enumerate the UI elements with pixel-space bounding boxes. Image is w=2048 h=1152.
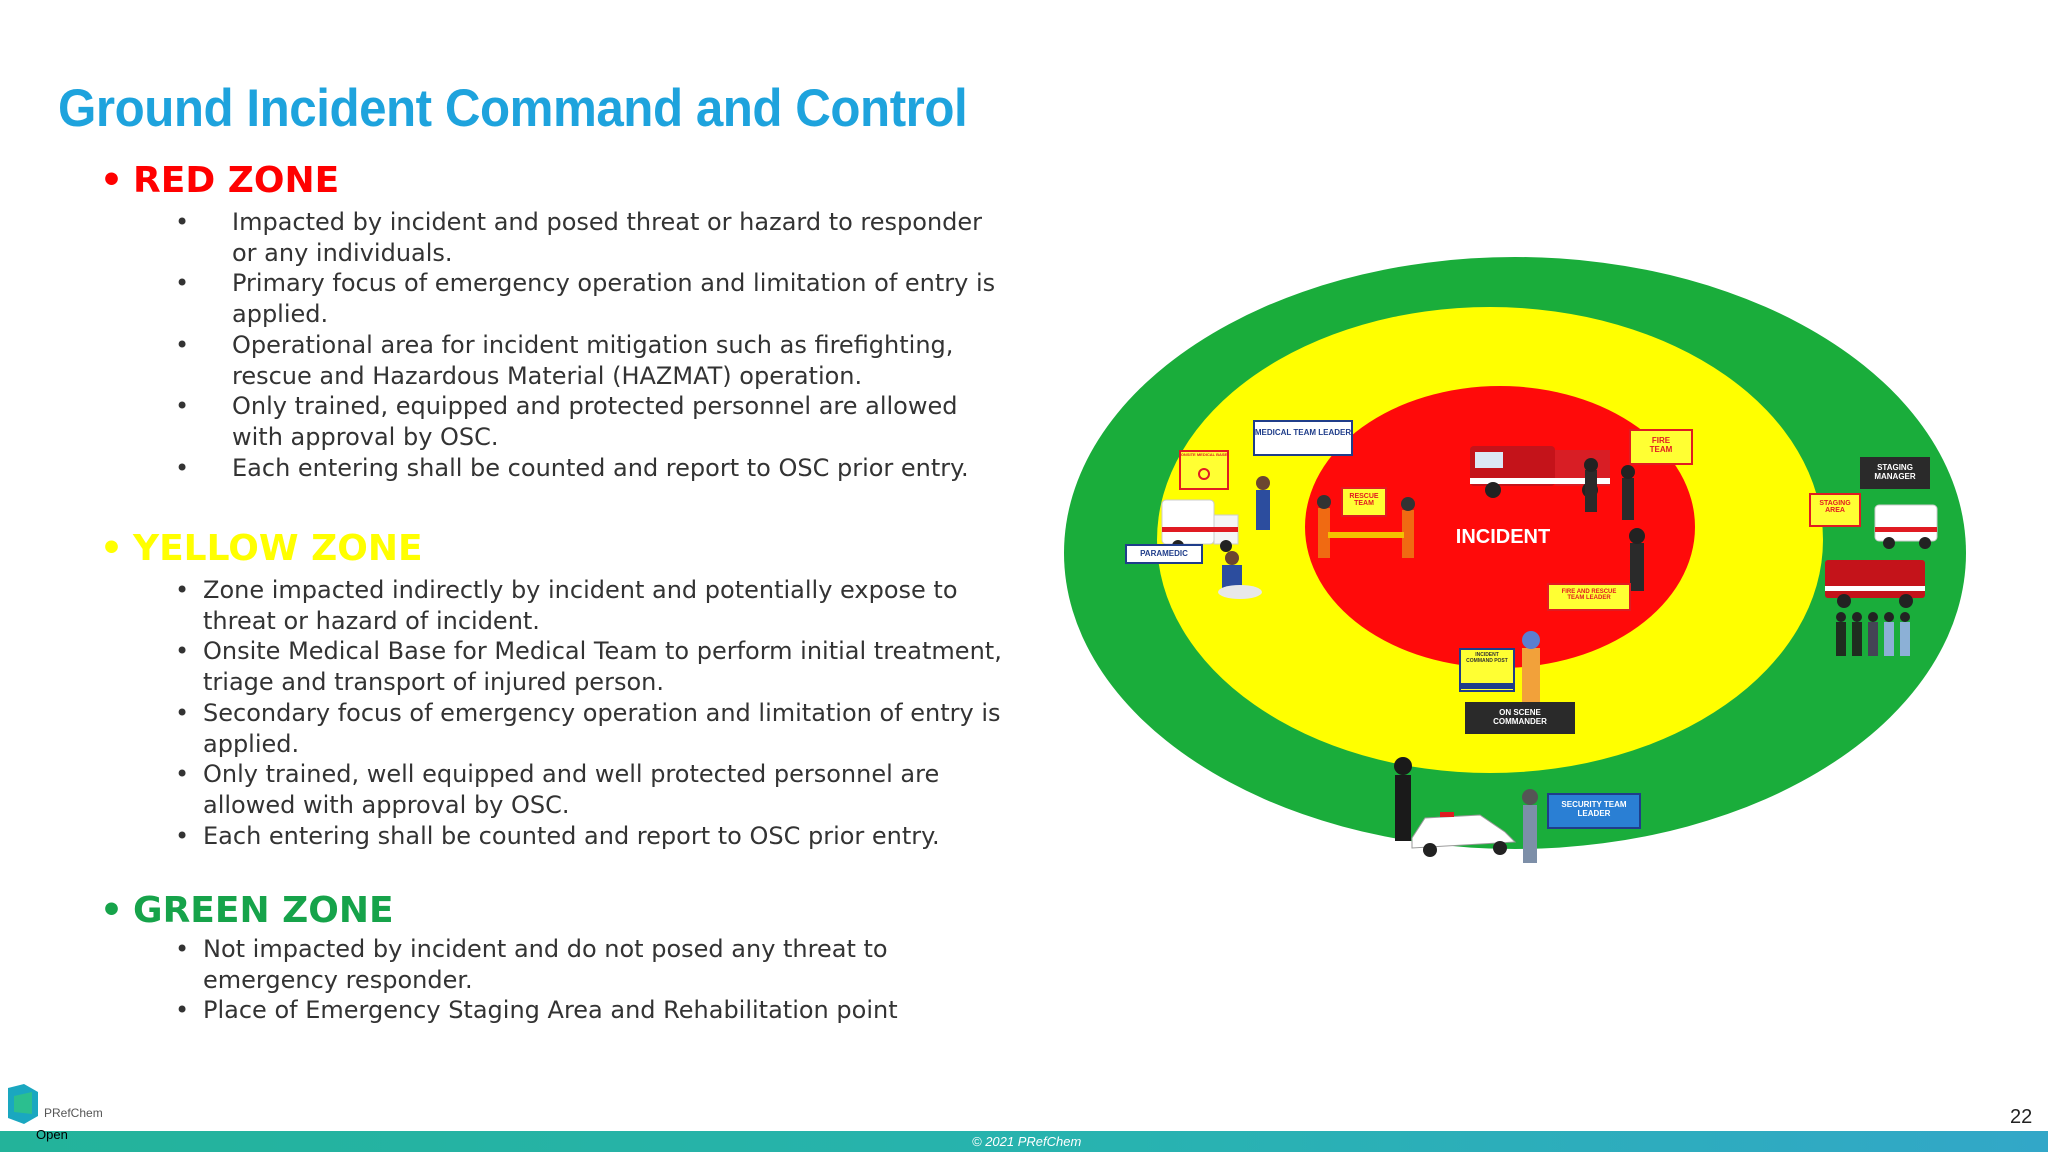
classification-label: Open <box>36 1127 68 1142</box>
list-item: Only trained, well equipped and well pro… <box>175 759 1003 820</box>
label-text: SECURITY TEAM LEADER <box>1561 800 1627 818</box>
security-officer-icon <box>1394 757 1538 863</box>
red-zone-title: RED ZONE <box>133 160 340 201</box>
list-item: Zone impacted indirectly by incident and… <box>175 575 1003 636</box>
label-onsite-medical-base: ONSITE MEDICAL BASE <box>1179 450 1229 490</box>
rescue-team-icon <box>1317 495 1415 558</box>
label-text: STAGING AREA <box>1819 500 1851 514</box>
yellow-zone-heading: •YELLOW ZONE <box>100 528 423 569</box>
list-item: Not impacted by incident and do not pose… <box>175 934 1003 995</box>
list-item: Secondary focus of emergency operation a… <box>175 698 1003 759</box>
label-text: STAGING MANAGER <box>1874 463 1916 481</box>
list-item: Each entering shall be counted and repor… <box>175 453 1012 484</box>
label-text: FIRE AND RESCUE TEAM LEADER <box>1561 589 1617 601</box>
green-zone-bullets: Not impacted by incident and do not pose… <box>175 934 1003 1026</box>
label-text: PARAMEDIC <box>1140 549 1188 558</box>
label-text: RESCUE TEAM <box>1349 493 1379 507</box>
label-paramedic: PARAMEDIC <box>1125 544 1203 564</box>
list-item: Onsite Medical Base for Medical Team to … <box>175 636 1003 697</box>
yellow-zone-title: YELLOW ZONE <box>133 528 423 569</box>
label-security-team-leader: SECURITY TEAM LEADER <box>1547 793 1641 829</box>
list-item: Primary focus of emergency operation and… <box>175 268 1012 329</box>
yellow-zone-bullets: Zone impacted indirectly by incident and… <box>175 575 1003 852</box>
label-on-scene-commander: ON SCENE COMMANDER <box>1465 702 1575 734</box>
label-text: ONSITE MEDICAL BASE <box>1180 452 1228 457</box>
company-logo <box>8 1084 38 1124</box>
label-text: FIRE TEAM <box>1649 436 1673 454</box>
green-zone-heading: •GREEN ZONE <box>100 890 394 931</box>
label-incident-command-post: INCIDENT COMMAND POST <box>1459 648 1515 692</box>
zone-diagram: INCIDENT <box>1058 250 1988 870</box>
label-staging-manager: STAGING MANAGER <box>1860 457 1930 489</box>
list-item: Operational area for incident mitigation… <box>175 330 1012 391</box>
label-text: INCIDENT COMMAND POST <box>1466 652 1508 664</box>
red-zone-heading: •RED ZONE <box>100 160 339 201</box>
label-medical-team-leader: MEDICAL TEAM LEADER <box>1253 420 1353 456</box>
page-number: 22 <box>2010 1106 2033 1128</box>
label-rescue-team: RESCUE TEAM <box>1341 487 1387 517</box>
list-item: Only trained, equipped and protected per… <box>175 391 1012 452</box>
bullet-dot: • <box>100 528 124 569</box>
label-staging-area: STAGING AREA <box>1809 493 1861 527</box>
footer-copyright: © 2021 PRefChem <box>972 1134 1082 1149</box>
footer-bar <box>0 1131 2048 1152</box>
police-car-icon <box>1411 812 1517 857</box>
green-zone-title: GREEN ZONE <box>133 890 394 931</box>
staging-vehicles-icon <box>1825 504 1938 608</box>
label-fire-rescue-team-leader: FIRE AND RESCUE TEAM LEADER <box>1547 583 1631 611</box>
list-item: Place of Emergency Staging Area and Reha… <box>175 995 1003 1026</box>
staging-crew-icon <box>1836 612 1910 656</box>
medical-staff-icon <box>1218 476 1270 599</box>
bullet-dot: • <box>100 160 124 201</box>
slide-title: Ground Incident Command and Control <box>58 79 968 138</box>
red-zone-bullets: Impacted by incident and posed threat or… <box>175 207 1012 484</box>
label-text: ON SCENE COMMANDER <box>1493 708 1547 726</box>
list-item: Each entering shall be counted and repor… <box>175 821 1003 852</box>
commander-icon <box>1522 631 1540 704</box>
label-text: MEDICAL TEAM LEADER <box>1254 428 1352 437</box>
firefighter-icon <box>1584 458 1645 591</box>
label-fire-team: FIRE TEAM <box>1629 429 1693 465</box>
logo-text: PRefChem <box>44 1106 103 1120</box>
list-item: Impacted by incident and posed threat or… <box>175 207 1012 268</box>
incident-label: INCIDENT <box>1456 526 1550 548</box>
bullet-dot: • <box>100 890 124 931</box>
